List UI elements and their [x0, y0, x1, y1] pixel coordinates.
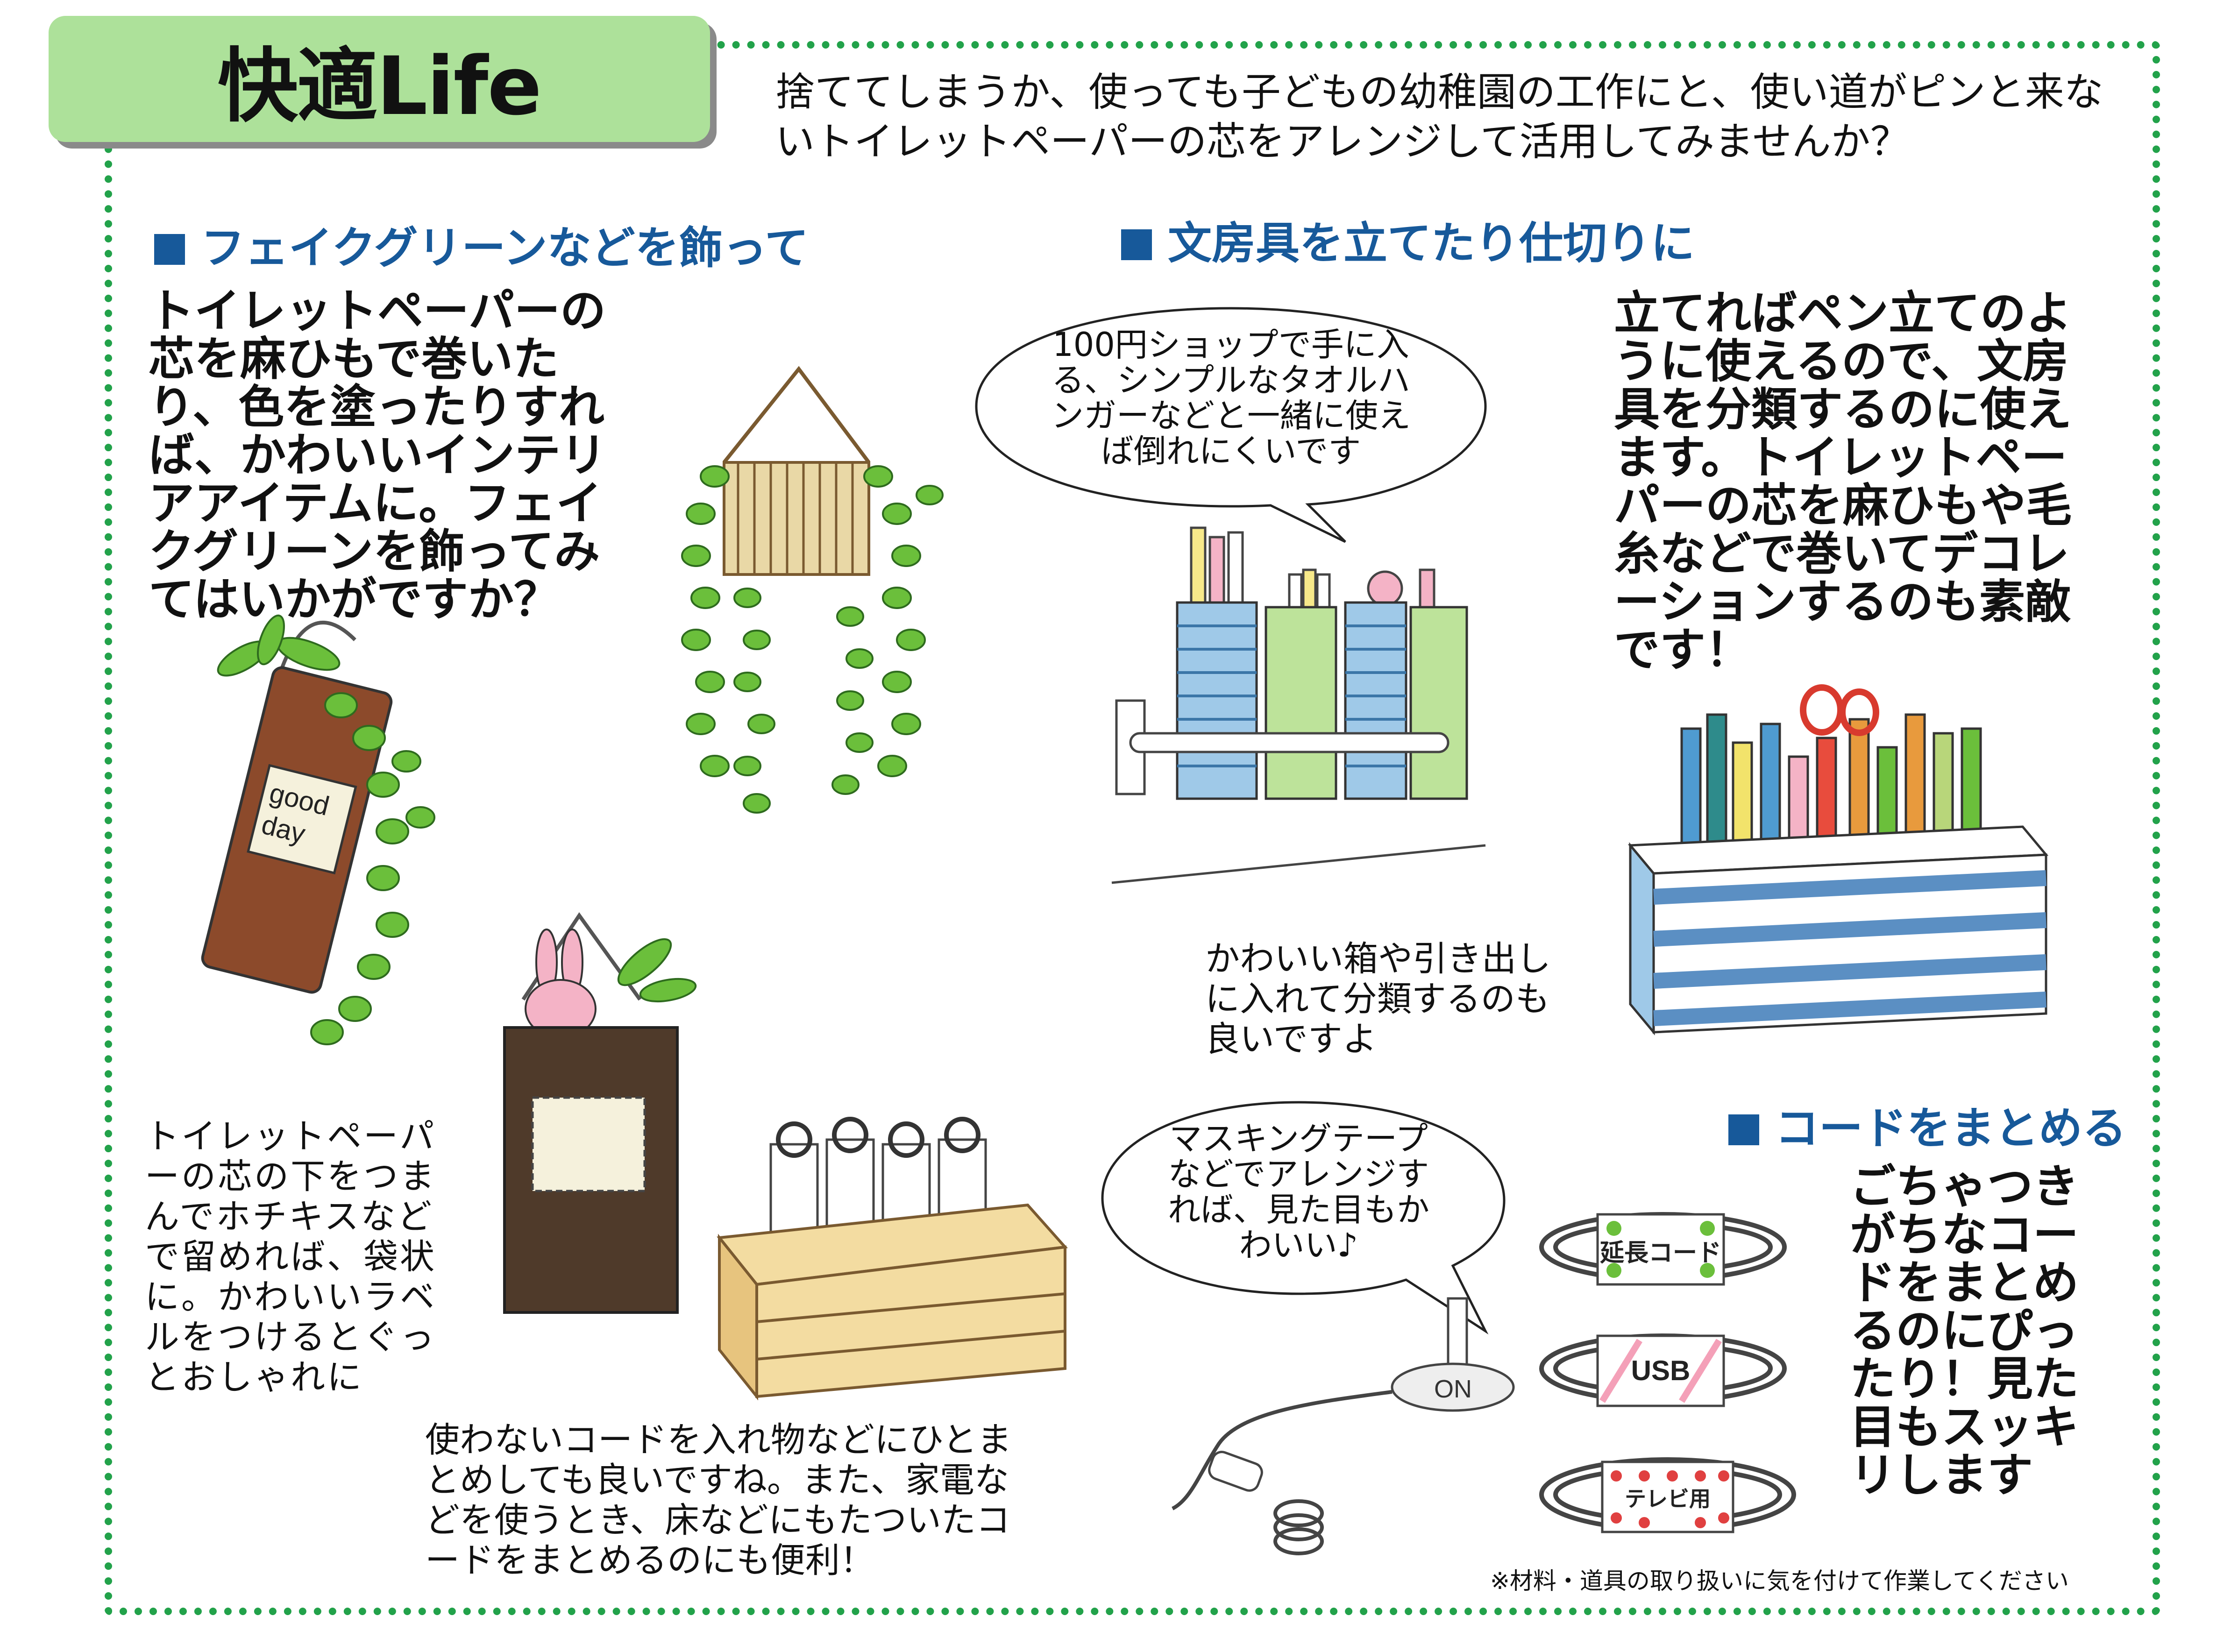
section-heading-cords: コードをまとめる — [1728, 1093, 2126, 1156]
bundled-cords-illustration: 延長コード USB テレビ用 — [1539, 1212, 1796, 1533]
section-heading-text: フェイクグリーンなどを飾って — [201, 223, 809, 274]
section-heading-stationery: 文房具を立てたり仕切りに — [1121, 208, 1695, 271]
section-heading-fake-green: フェイクグリーンなどを飾って — [154, 213, 809, 276]
cord-label-extension: 延長コード — [1600, 1240, 1721, 1267]
page-title: 快適Life — [217, 39, 542, 133]
intro-text: 捨ててしまうか、使っても子どもの幼稚園の工作にと、使い道がピンと来ないトイレット… — [775, 69, 2103, 164]
hanging-basket-illustration — [681, 366, 944, 814]
caption-cords: 使わないコードを入れ物などにひとまとめしても良いですね。また、家電などを使うとき… — [425, 1420, 1012, 1581]
speech-bubble-shape — [1101, 1101, 1506, 1335]
footnote: ※材料・道具の取り扱いに気を付けて作業してください — [1490, 1567, 2069, 1595]
section-heading-text: 文房具を立てたり仕切りに — [1168, 218, 1695, 269]
lamp-switch-text: ON — [1434, 1375, 1472, 1403]
title-tab: 快適Life — [49, 16, 710, 142]
square-bullet-icon — [1121, 229, 1152, 260]
section-heading-text: コードをまとめる — [1775, 1103, 2127, 1154]
crate-with-cords-illustration — [717, 1117, 1068, 1401]
cord-label-usb: USB — [1631, 1355, 1691, 1386]
section-body-cords: ごちゃつきがちなコードをまとめるのにぴったり！見た目もスッキリします — [1850, 1160, 2079, 1502]
lamp-cord-illustration: ON — [1172, 1297, 1515, 1555]
hanging-tube-illustration: good day — [201, 614, 435, 1045]
bubble-text: 100円ショップで手に入る、シンプルなタオルハンガーなどと一緒に使えば倒れにくい… — [1051, 326, 1411, 470]
caption-box: かわいい箱や引き出しに入れて分類するのも良いですよ — [1205, 939, 1551, 1059]
pouch-with-rabbit-illustration — [503, 912, 697, 1314]
pen-box-illustration — [1627, 684, 2049, 1035]
speech-bubble-shape — [975, 307, 1487, 543]
caption-pouch: トイレットペーパーの芯の下をつまんでホチキスなどで留めれば、袋状に。かわいいラベ… — [145, 1116, 436, 1397]
section-body-stationery: 立てればペン立てのように使えるので、文房具を分類するのに使えます。トイレットペー… — [1614, 287, 2072, 677]
cord-label-tv: テレビ用 — [1625, 1487, 1711, 1511]
speech-bubble-towel-hanger: 100円ショップで手に入る、シンプルなタオルハンガーなどと一緒に使えば倒れにくい… — [972, 299, 1490, 551]
towel-hanger-illustration — [1111, 526, 1486, 884]
square-bullet-icon — [1728, 1114, 1759, 1145]
speech-bubble-masking-tape: マスキングテープなどでアレンジすれば、見た目もかわいい♪ — [1098, 1098, 1509, 1340]
square-bullet-icon — [154, 234, 185, 265]
section-body-fake-green: トイレットペーパーの芯を麻ひもで巻いたり、色を塗ったりすれば、かわいいインテリア… — [149, 284, 607, 626]
bubble-text: マスキングテープなどでアレンジすれば、見た目もかわいい♪ — [1168, 1120, 1429, 1264]
